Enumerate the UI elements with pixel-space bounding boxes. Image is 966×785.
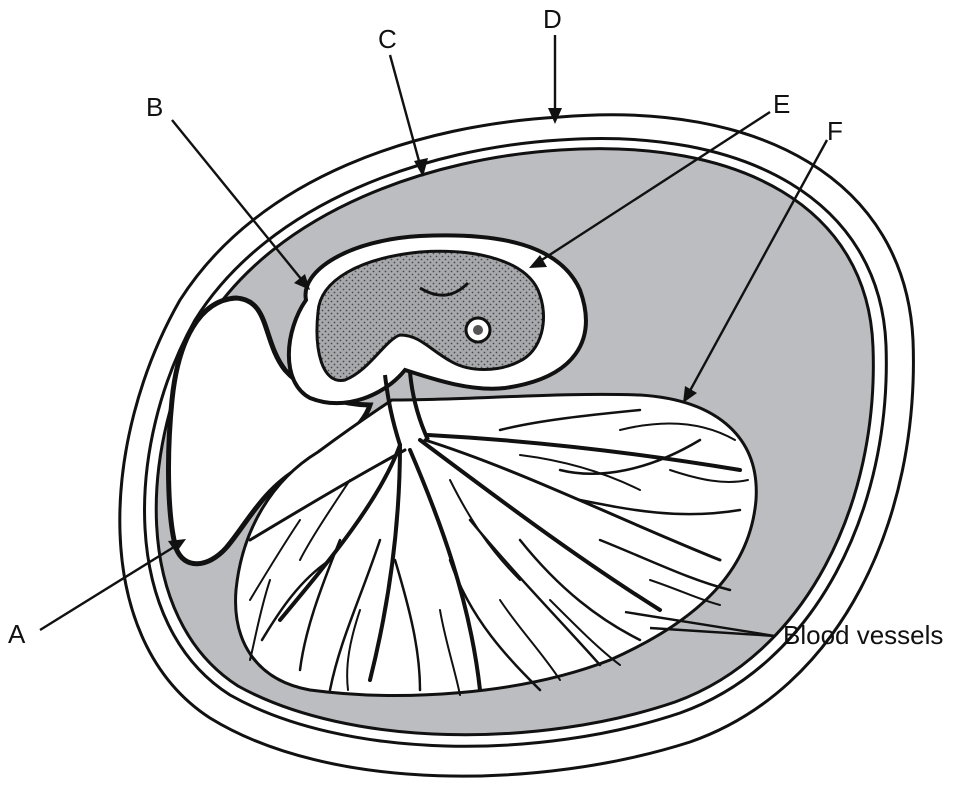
label-b: B: [146, 92, 163, 122]
label-blood-vessels: Blood vessels: [783, 620, 943, 650]
label-d: D: [543, 4, 562, 34]
label-a: A: [8, 619, 26, 649]
label-c: C: [378, 24, 397, 54]
label-f: F: [827, 116, 843, 146]
label-e: E: [773, 89, 790, 119]
embryo-eye-pupil: [473, 325, 483, 335]
